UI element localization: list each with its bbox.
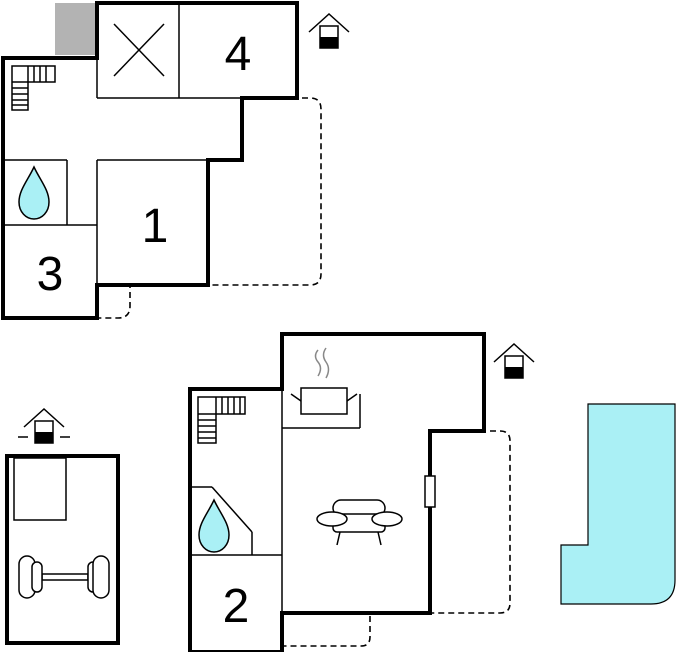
sofa-icon [316, 499, 403, 546]
swimming-pool-icon [560, 403, 676, 605]
outbuilding-wall [5, 454, 120, 645]
void-cross-icon [113, 23, 165, 77]
stairs-icon [11, 65, 56, 111]
water-drop-icon [198, 498, 230, 553]
bed-icon [13, 457, 67, 521]
ground-terrace-bottom [282, 612, 371, 647]
ground-terrace-right [429, 430, 511, 614]
room-number-1: 1 [142, 200, 169, 253]
upper-terrace-right [207, 97, 322, 286]
upper-terrace-bottom [96, 284, 131, 319]
upper-outer-wall [1, 1, 299, 320]
terrace-door [424, 475, 436, 508]
ground-floor: 2 [188, 332, 535, 652]
water-drop-icon [18, 165, 50, 220]
dumbbell-icon [18, 555, 110, 599]
room-number-4: 4 [225, 28, 252, 81]
outbuilding [5, 407, 120, 645]
cooking-pot-icon [290, 347, 358, 415]
upper-small-terrace [55, 3, 95, 55]
house-entrance-icon [18, 407, 70, 444]
room-number-3: 3 [37, 248, 64, 301]
house-entrance-icon [493, 342, 535, 379]
upper-floor: 4 1 3 [1, 1, 350, 320]
house-entrance-icon [308, 12, 350, 49]
room-number-2: 2 [223, 580, 250, 633]
stairs-icon [197, 396, 246, 444]
